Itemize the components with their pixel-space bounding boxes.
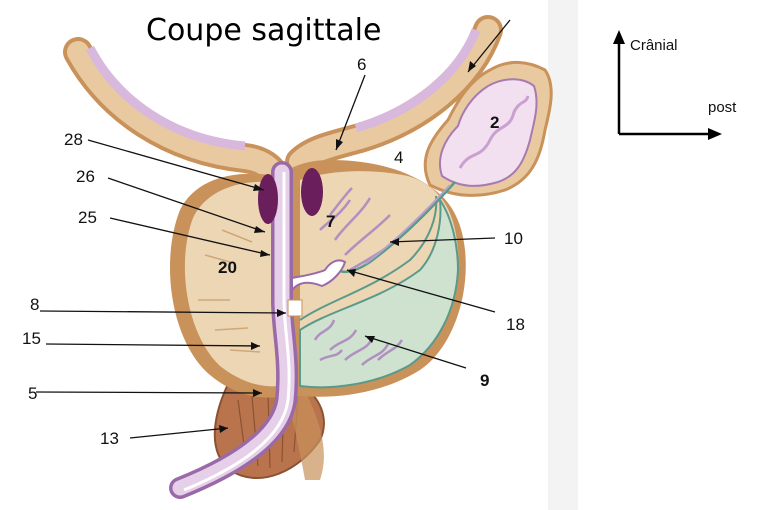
label-10: 10 <box>504 229 523 248</box>
label-4: 4 <box>394 148 403 167</box>
label-5: 5 <box>28 384 37 403</box>
label-15: 15 <box>22 329 41 348</box>
label-25: 25 <box>78 208 97 227</box>
label-7: 7 <box>326 212 335 231</box>
label-2: 2 <box>490 113 499 132</box>
label-6: 6 <box>357 55 366 74</box>
image-edge-band <box>548 0 578 510</box>
label-26: 26 <box>76 167 95 186</box>
posterior-label: post <box>708 99 737 116</box>
label-28: 28 <box>64 130 83 149</box>
cranial-label: Crânial <box>630 37 678 54</box>
label-18: 18 <box>506 315 525 334</box>
purple-oval-anterior <box>258 174 278 224</box>
label-20: 20 <box>218 258 237 277</box>
purple-oval-posterior <box>301 168 323 216</box>
label-13: 13 <box>100 429 119 448</box>
diagram-title: Coupe sagittale <box>146 13 381 48</box>
label-8: 8 <box>30 295 39 314</box>
label-9: 9 <box>480 371 489 390</box>
